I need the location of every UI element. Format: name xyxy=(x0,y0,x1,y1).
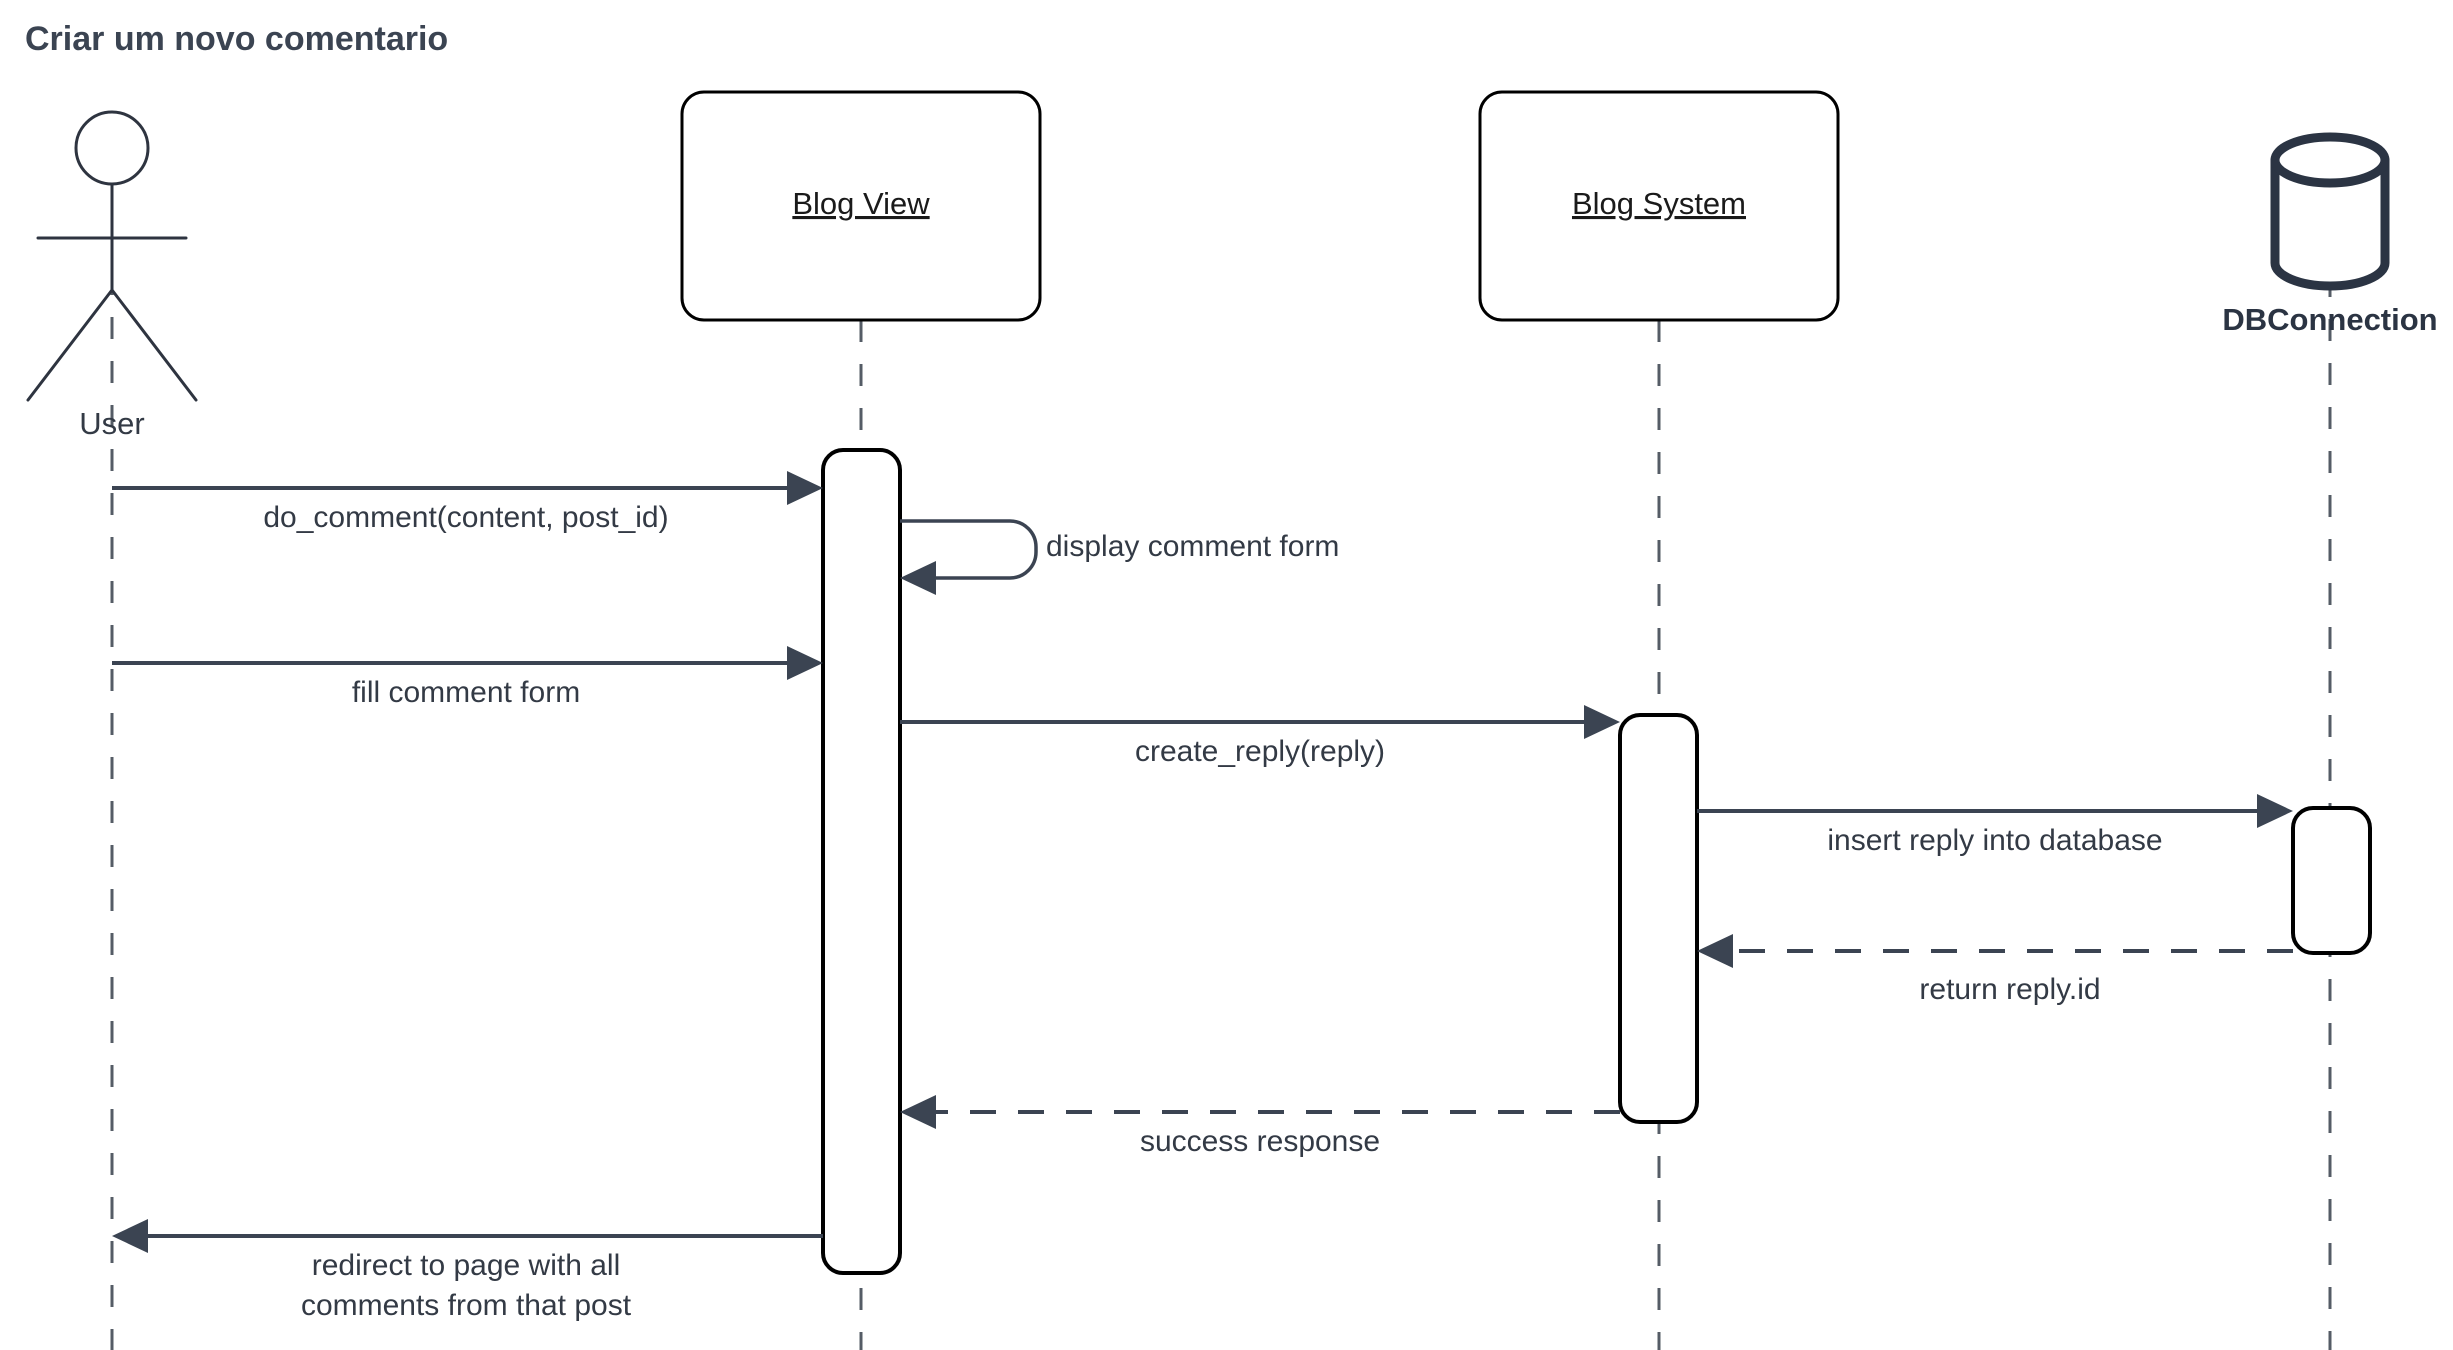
message-return-reply-id[interactable]: return reply.id xyxy=(1697,934,2293,1006)
activation-bar-blog-system xyxy=(1618,713,1699,1124)
message-label-redirect-to-page-line1: redirect to page with all xyxy=(312,1249,621,1282)
message-redirect-to-page[interactable]: redirect to page with all comments from … xyxy=(112,1219,823,1322)
participant-box-blog-system[interactable] xyxy=(1478,90,1840,322)
database-cylinder-icon xyxy=(2270,132,2390,291)
participant-label-blog-view: Blog View xyxy=(792,186,930,221)
actor-right-leg-icon xyxy=(110,288,198,402)
message-display-comment-form[interactable]: display comment form xyxy=(900,519,1339,595)
participant-blog-system[interactable]: Blog System xyxy=(1478,90,1840,322)
arrow-head-display-comment-form xyxy=(900,561,936,595)
message-do-comment[interactable]: do_comment(content, post_id) xyxy=(112,471,823,534)
arrow-head-do-comment xyxy=(787,471,823,505)
diagram-title: Criar um novo comentario xyxy=(25,20,448,58)
arrow-head-insert-reply xyxy=(2257,794,2293,828)
message-label-return-reply-id: return reply.id xyxy=(1919,973,2100,1006)
actor-left-leg-icon xyxy=(26,288,114,402)
participant-db-connection[interactable]: DBConnection xyxy=(2222,132,2438,337)
activation-bar-db-connection xyxy=(2291,806,2372,955)
arrow-head-redirect-to-page xyxy=(112,1219,148,1253)
message-create-reply[interactable]: create_reply(reply) xyxy=(900,705,1620,768)
activation-bars-group xyxy=(821,448,2372,1275)
message-label-success-response: success response xyxy=(1140,1125,1380,1158)
participant-box-blog-view[interactable] xyxy=(680,90,1042,322)
participant-label-db-connection: DBConnection xyxy=(2222,302,2437,337)
message-label-insert-reply: insert reply into database xyxy=(1827,824,2162,857)
actor-head-icon xyxy=(74,110,150,186)
message-fill-comment-form[interactable]: fill comment form xyxy=(112,646,823,709)
message-label-display-comment-form: display comment form xyxy=(1046,530,1339,563)
participant-user[interactable]: User xyxy=(26,110,198,441)
message-insert-reply[interactable]: insert reply into database xyxy=(1697,794,2293,857)
participant-label-blog-system: Blog System xyxy=(1572,186,1746,221)
message-line-display-comment-form xyxy=(900,519,1038,580)
activation-bar-blog-view xyxy=(821,448,902,1275)
arrow-head-create-reply xyxy=(1584,705,1620,739)
participant-blog-view[interactable]: Blog View xyxy=(680,90,1042,322)
message-label-fill-comment-form: fill comment form xyxy=(352,676,580,709)
arrow-head-fill-comment-form xyxy=(787,646,823,680)
participant-label-user: User xyxy=(79,406,144,441)
arrow-head-return-reply-id xyxy=(1697,934,1733,968)
message-label-do-comment: do_comment(content, post_id) xyxy=(263,501,668,534)
message-success-response[interactable]: success response xyxy=(900,1095,1620,1158)
message-label-create-reply: create_reply(reply) xyxy=(1135,735,1385,768)
arrow-head-success-response xyxy=(900,1095,936,1129)
message-label-redirect-to-page-line2: comments from that post xyxy=(301,1289,632,1322)
